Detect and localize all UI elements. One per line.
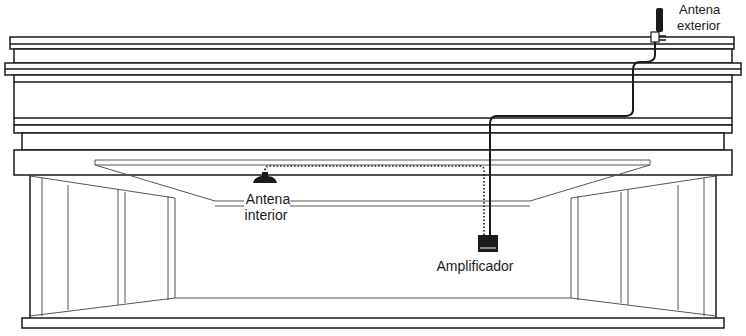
indoor-antenna: [253, 172, 277, 183]
amplifier: [478, 235, 498, 252]
indoor-cable: [265, 166, 484, 235]
coax-cable: [490, 55, 655, 235]
interior-perspective: [30, 160, 716, 316]
outdoor-antenna: [651, 8, 666, 55]
amplifier-label: Amplificador: [410, 258, 540, 274]
antenna-label: Antena interior: [231, 191, 303, 223]
building-outline: [5, 37, 741, 328]
antenna-label: Antena exterior: [677, 2, 739, 34]
